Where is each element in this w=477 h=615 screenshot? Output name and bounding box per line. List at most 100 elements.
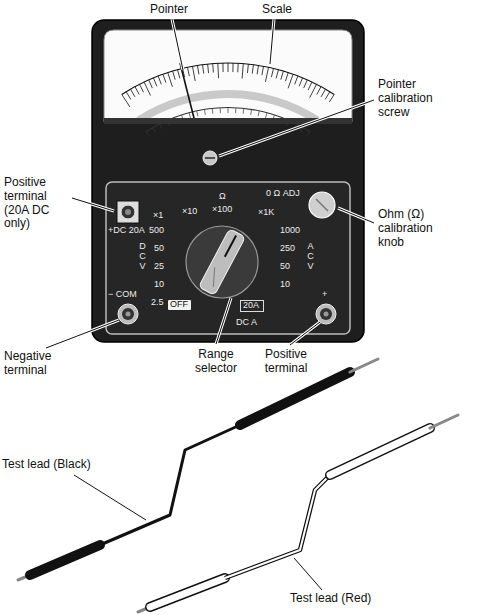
scale-tick — [139, 84, 143, 92]
part-label: Negative terminal — [4, 350, 70, 378]
range-marking: 25 — [154, 262, 164, 272]
scale-tick — [222, 63, 223, 72]
scale-tick — [144, 82, 150, 96]
negative-terminal — [118, 304, 138, 324]
leader-line — [46, 19, 374, 590]
range-dial — [186, 226, 258, 298]
range-marking: 10 — [154, 280, 164, 290]
scale-tick — [163, 74, 166, 82]
scale-tick — [207, 64, 209, 73]
range-marking: DC A — [236, 318, 257, 328]
terminal-marking: − COM — [108, 290, 137, 300]
terminal-marking: + — [322, 290, 327, 300]
scale-tick — [299, 78, 302, 86]
scale-tick — [212, 109, 214, 114]
scale-tick — [281, 71, 284, 80]
part-label: Range selector — [183, 348, 249, 376]
terminal-hole — [125, 209, 131, 215]
scale-tick — [235, 108, 236, 113]
scale-tick — [237, 63, 238, 72]
knob-mark — [316, 199, 328, 211]
range-marking: 250 — [280, 244, 295, 254]
terminal-hole — [324, 312, 329, 317]
part-label: Test lead (Red) — [290, 592, 371, 606]
scale-tick — [307, 132, 310, 136]
scale-tick — [265, 67, 268, 82]
range-marking: Ω — [219, 192, 226, 202]
range-marking: 2.5 — [151, 298, 164, 308]
scale-tick — [217, 63, 219, 78]
scale-tick — [325, 92, 330, 100]
scale-tick — [197, 111, 198, 116]
scale-tick — [308, 82, 312, 90]
dc20a-terminal — [117, 201, 139, 223]
scale-tick — [168, 73, 173, 87]
plug-outline — [150, 578, 225, 607]
scale-tick — [257, 65, 258, 74]
scale-tick — [285, 73, 288, 82]
scale-tick — [220, 108, 221, 113]
scale-tick — [271, 68, 273, 77]
probe-handle — [240, 372, 350, 425]
range-marking: ×1 — [153, 211, 163, 221]
range-marking: ×10 — [182, 207, 197, 217]
part-label: Positive terminal — [253, 348, 319, 376]
dial-grip — [199, 229, 246, 296]
range-group-label: ACV — [306, 242, 315, 272]
screw-slot — [205, 157, 215, 159]
scale-tick — [160, 124, 162, 128]
lead-wire — [100, 425, 240, 545]
scale-tick — [247, 64, 249, 73]
part-label: Pointer calibration screw — [378, 78, 452, 119]
range-box: 20A — [240, 300, 264, 312]
scale-tick — [243, 109, 245, 114]
part-label: Positive terminal (20A DC only) — [4, 176, 70, 231]
range-marking: ×1K — [258, 208, 274, 218]
scale-tick — [304, 80, 308, 88]
range-marking: 50 — [280, 262, 290, 272]
range-marking: 1000 — [280, 226, 300, 236]
scale-tick — [250, 110, 252, 115]
lead-wire — [225, 475, 330, 578]
scale-tick — [266, 113, 267, 118]
part-label: Pointer — [150, 3, 188, 17]
scale-tick — [203, 65, 204, 74]
range-marking: OFF — [170, 299, 188, 309]
scale-tick — [178, 70, 180, 79]
scale-tick — [153, 128, 156, 132]
dial-ridge — [206, 267, 222, 287]
scale-tick — [126, 92, 131, 100]
test-lead-red — [138, 415, 458, 612]
scale-tick — [242, 64, 243, 79]
probe-tip — [350, 359, 378, 372]
dial-pointer — [225, 236, 236, 257]
range-marking: 50 — [154, 244, 164, 254]
meter-body — [92, 20, 364, 342]
scale-tick — [187, 67, 189, 76]
range-marking: 500 — [149, 226, 164, 236]
scale-tick — [189, 113, 190, 118]
terminal-socket — [121, 205, 135, 219]
terminal-marking: +DC 20A — [108, 226, 145, 236]
part-label: Ohm (Ω) calibration knob — [378, 208, 452, 249]
probe-handle — [330, 428, 430, 475]
scale-tick — [212, 64, 214, 73]
scale-tick — [276, 70, 278, 79]
part-label: Test lead (Black) — [2, 458, 91, 472]
plug-body — [150, 578, 225, 607]
scale-tick — [135, 87, 139, 95]
scale-tick — [173, 71, 176, 80]
scale-tick — [146, 132, 149, 136]
scale-tick — [149, 80, 153, 88]
scale-tick — [252, 65, 253, 74]
scale-tick — [321, 89, 326, 97]
scale-tick — [192, 66, 195, 81]
scale-tick — [288, 74, 293, 88]
scale-tick — [204, 110, 206, 115]
dial-knob — [199, 229, 246, 296]
scale-tick — [317, 87, 321, 95]
knob-marking: 0 Ω ADJ — [266, 189, 300, 199]
probe-outline — [330, 428, 430, 475]
